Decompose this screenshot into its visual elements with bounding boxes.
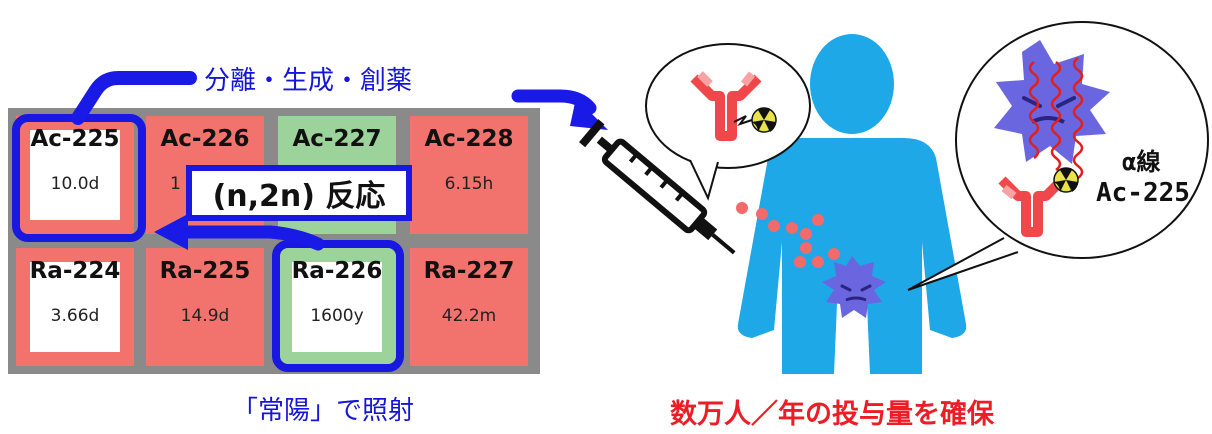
irradiation-label: 「常陽」で照射 <box>232 396 415 426</box>
nuclide-cell-ra224: Ra-224 3.66d <box>16 248 134 366</box>
cell-white-inset <box>30 130 120 220</box>
isotope-label: Ac-225 <box>1096 178 1190 208</box>
nuclide-name: Ra-225 <box>159 258 251 284</box>
radiation-icon <box>751 107 777 133</box>
radiation-icon-right <box>1053 167 1079 193</box>
nuclide-name: Ra-226 <box>291 258 383 284</box>
alpha-ray-label: α線 <box>1122 148 1161 176</box>
nuclide-name: Ra-227 <box>423 258 515 284</box>
nuclide-name: Ac-227 <box>292 126 382 152</box>
nuclide-half-life: 14.9d <box>180 306 230 326</box>
nuclide-cell-ac228: Ac-228 6.15h <box>410 116 528 234</box>
alpha-ray-squiggles <box>1028 57 1084 179</box>
dose-goal-caption: 数万人／年の投与量を確保 <box>670 399 994 430</box>
nuclide-half-life: 1600y <box>310 306 364 326</box>
antibody-icon <box>690 71 762 141</box>
drug-particles <box>736 202 840 268</box>
syringe-icon <box>579 119 736 255</box>
process-label: 分離・生成・創薬 <box>204 66 413 96</box>
nuclide-name: Ac-228 <box>424 126 514 152</box>
cell-white-inset <box>292 262 382 352</box>
nuclide-half-life: 42.2m <box>441 306 497 326</box>
nuclide-half-life: 1 <box>170 174 181 194</box>
cancer-cell-icon <box>822 256 886 318</box>
nuclide-cell-ac225: Ac-225 10.0d <box>16 116 134 234</box>
nuclide-name: Ac-225 <box>30 126 120 152</box>
nuclide-half-life: 10.0d <box>50 174 100 194</box>
highlight-ra226 <box>272 240 404 372</box>
antibody-bound-icon <box>998 176 1066 237</box>
nuclide-half-life: 6.15h <box>444 174 494 194</box>
nuclide-name: Ac-226 <box>160 126 250 152</box>
nuclide-name: Ra-224 <box>29 258 121 284</box>
nuclide-cell-ra225: Ra-225 14.9d <box>146 248 264 366</box>
nuclide-cell-ra226: Ra-226 1600y <box>278 248 396 366</box>
process-arrow <box>71 71 197 125</box>
nuclide-cell-ra227: Ra-227 42.2m <box>410 248 528 366</box>
reaction-arrow <box>154 214 325 251</box>
nuclide-half-life: 3.66d <box>50 306 100 326</box>
cell-white-inset <box>30 262 120 352</box>
reaction-label: (n,2n) 反応 <box>186 165 412 221</box>
